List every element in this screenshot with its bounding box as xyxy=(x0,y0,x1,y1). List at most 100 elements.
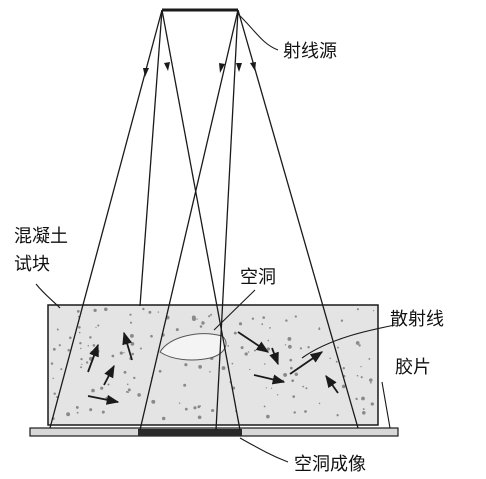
beam-mid-left xyxy=(139,9,239,431)
aggregate-speck xyxy=(184,407,188,411)
aggregate-speck xyxy=(372,309,375,312)
aggregate-speck xyxy=(95,326,97,328)
aggregate-speck xyxy=(266,347,271,351)
aggregate-speck xyxy=(370,381,372,384)
aggregate-speck xyxy=(318,402,321,405)
aggregate-speck xyxy=(80,357,83,361)
aggregate-speck xyxy=(208,315,211,318)
aggregate-speck xyxy=(261,323,264,326)
leader-film xyxy=(381,381,391,429)
aggregate-speck xyxy=(251,317,255,320)
aggregate-speck xyxy=(329,357,331,360)
aggregate-speck xyxy=(139,347,142,350)
label-void-image: 空洞成像 xyxy=(294,454,366,475)
aggregate-speck xyxy=(288,344,292,349)
aggregate-speck xyxy=(183,383,187,387)
aggregate-speck xyxy=(58,344,61,347)
aggregate-speck xyxy=(129,333,134,338)
aggregate-speck xyxy=(283,372,288,377)
aggregate-speck xyxy=(87,345,90,347)
aggregate-speck xyxy=(285,319,288,322)
aggregate-speck xyxy=(355,341,360,345)
aggregate-speck xyxy=(342,367,345,370)
aggregate-speck xyxy=(289,366,293,370)
aggregate-speck xyxy=(89,336,92,339)
aggregate-speck xyxy=(193,406,197,410)
aggregate-speck xyxy=(284,344,287,346)
aggregate-speck xyxy=(337,346,339,349)
aggregate-speck xyxy=(210,313,213,316)
aggregate-speck xyxy=(69,336,72,340)
label-void: 空洞 xyxy=(240,267,276,288)
aggregate-speck xyxy=(358,344,361,347)
aggregate-speck xyxy=(302,385,305,388)
label-radiation-source: 射线源 xyxy=(283,41,337,62)
aggregate-speck xyxy=(178,402,181,404)
aggregate-speck xyxy=(211,408,215,413)
aggregate-speck xyxy=(238,322,243,326)
aggregate-speck xyxy=(340,319,344,322)
aggregate-speck xyxy=(244,352,248,356)
aggregate-speck xyxy=(126,383,129,386)
aggregate-speck xyxy=(53,392,56,395)
label-concrete: 混凝土 xyxy=(14,226,68,247)
aggregate-speck xyxy=(307,346,310,349)
aggregate-speck xyxy=(264,363,266,365)
beam-left-2 xyxy=(139,9,163,307)
aggregate-speck xyxy=(240,346,244,350)
leader-specimen xyxy=(35,283,61,309)
aggregate-speck xyxy=(318,327,321,331)
scatter-arrow xyxy=(253,374,286,385)
aggregate-speck xyxy=(111,354,115,358)
aggregate-speck xyxy=(291,379,295,383)
aggregate-speck xyxy=(199,325,203,328)
leader-lines xyxy=(35,13,396,463)
aggregate-speck xyxy=(355,397,358,401)
aggregate-speck xyxy=(129,313,132,316)
aggregate-speck xyxy=(362,408,365,411)
aggregate-speck xyxy=(262,316,266,319)
aggregate-speck xyxy=(247,351,250,353)
aggregate-speck xyxy=(78,331,81,334)
aggregate-speck xyxy=(231,362,234,365)
scatter-arrow xyxy=(122,331,133,361)
beam-left-inner xyxy=(161,9,241,431)
aggregate-speck xyxy=(253,349,257,352)
aggregate-speck xyxy=(129,321,133,324)
aggregate-speck xyxy=(123,352,125,354)
aggregate-speck xyxy=(157,311,160,313)
beam-arrowhead xyxy=(236,63,242,72)
aggregate-speck xyxy=(100,386,104,390)
aggregate-speck xyxy=(142,307,145,311)
beam-mid-center xyxy=(215,9,239,431)
leader-void xyxy=(213,289,256,331)
aggregate-speck xyxy=(336,414,339,417)
beam-arrowheads xyxy=(143,62,256,77)
aggregate-speck xyxy=(104,307,108,312)
aggregate-speck xyxy=(191,315,196,320)
aggregate-speck xyxy=(201,321,205,325)
aggregate-speck xyxy=(360,376,363,379)
scatter-arrow xyxy=(87,343,99,373)
aggregate-speck xyxy=(93,308,97,313)
aggregate-speck xyxy=(368,357,371,360)
aggregate-speck xyxy=(60,368,63,371)
aggregate-speck xyxy=(360,365,362,368)
aggregate-speck xyxy=(123,370,127,374)
aggregate-speck xyxy=(97,324,100,327)
aggregate-speck xyxy=(249,368,251,371)
aggregate-speck xyxy=(335,360,338,363)
aggregate-speck xyxy=(137,393,141,397)
void-cavity xyxy=(159,333,227,361)
scatter-arrow xyxy=(103,364,115,386)
aggregate-speck xyxy=(56,328,59,331)
aggregate-speck xyxy=(148,310,152,314)
aggregate-speck xyxy=(292,395,296,398)
aggregate-speck xyxy=(198,365,202,369)
aggregate-speck xyxy=(80,347,82,350)
aggregate-speck xyxy=(276,394,279,396)
beam-right xyxy=(237,9,359,429)
scatter-arrow xyxy=(325,374,339,394)
